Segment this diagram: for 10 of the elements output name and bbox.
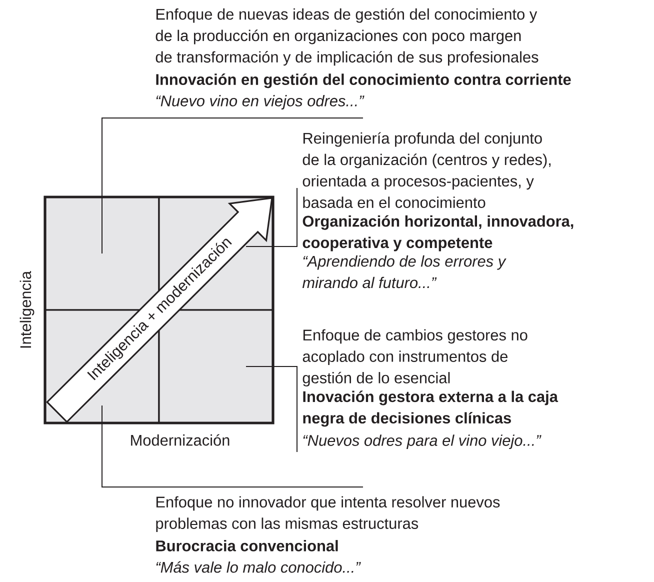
- leader-line: [102, 118, 364, 254]
- axis-label: Modernización: [131, 434, 230, 446]
- annotation-text: Enfoque de cambios gestores no acoplado con instrumentos de gestión de lo esencial Inovación gestora externa a la caja negra de decisiones clínicas “Nuevos odres para el vino viejo...”: [302, 329, 558, 449]
- annotation-text: Enfoque no innovador que intenta resolver nuevos problemas con las mismas estructuras Burocracia convencional “Más vale lo malo conocido...”: [156, 496, 500, 573]
- annotation-text: Reingeniería profunda del conjunto de la organización (centros y redes), orientada a procesos-pacientes, y basada en el conocimiento Organización horizontal, innovadora, cooperativa y competente “Aprendiendo de los errores y mirando al futuro...”: [302, 132, 574, 288]
- annotation-text: Enfoque de nuevas ideas de gestión del conocimiento y de la producción en organizaciones con poco margen de transformación y de implicación de sus profesionales Innovación en gestión del conocimiento contra corriente “Nuevo vino en viejos odres...”: [156, 8, 571, 110]
- leader-line: [246, 366, 298, 452]
- leader-line: [246, 188, 298, 247]
- leader-line: [102, 405, 364, 488]
- axis-label: Inteligencia: [20, 270, 34, 348]
